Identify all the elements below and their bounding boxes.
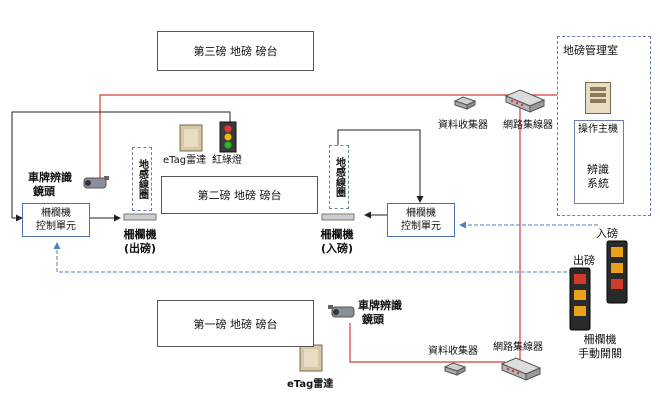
manual-in-label: 入磅 [596, 227, 618, 240]
data-collector-icon [443, 362, 467, 376]
scale-first-label: 第一磅 地磅 磅台 [193, 317, 278, 331]
black-wire-right-loop [337, 129, 424, 203]
right-controller-label-2: 控制單元 [401, 221, 441, 232]
network-switch-icon [500, 357, 542, 381]
bottom-collector-label: 資料收集器 [428, 346, 478, 357]
host-label: 操作主機 [578, 124, 618, 135]
right-barrier-label-2: (入磅) [320, 242, 354, 255]
manual-title-2: 手動開關 [578, 347, 622, 360]
red-wire-top [99, 94, 585, 178]
bottom-switch-label: 網路集線器 [493, 342, 543, 353]
recognition-system [574, 120, 624, 204]
right-barrier-controller: 柵欄機 控制單元 [387, 203, 455, 237]
black-wire-top-left [11, 111, 231, 218]
bottom-plate-camera-label-1: 車牌辨識 [358, 299, 402, 312]
etag-radar-icon [179, 124, 203, 152]
top-collector-label: 資料收集器 [438, 120, 488, 131]
control-room-title: 地磅管理室 [563, 44, 618, 57]
manual-switch-out-icon [569, 267, 591, 331]
left-barrier-label-2: (出磅) [123, 242, 157, 255]
right-controller-label-1: 柵欄機 [406, 208, 436, 219]
left-ground-loop: 地感線圈 [132, 147, 152, 211]
traffic-light-label: 紅綠燈 [212, 155, 242, 166]
camera-icon [83, 176, 109, 189]
network-switch-icon [504, 89, 546, 113]
left-barrier-label-1: 柵欄機 [123, 228, 157, 241]
top-switch-label: 網路集線器 [503, 120, 553, 131]
scale-first: 第一磅 地磅 磅台 [157, 300, 314, 347]
right-loop-label: 地感線圈 [333, 157, 345, 197]
bottom-etag-label: eTag雷達 [287, 379, 334, 390]
red-network-wires [99, 94, 585, 363]
recognition-label-1: 辨識 [587, 163, 609, 176]
manual-title-1: 柵欄機 [583, 333, 617, 346]
left-barrier-controller: 柵欄機 控制單元 [22, 203, 90, 237]
left-plate-camera-label-2: 鏡頭 [33, 185, 55, 198]
etag-radar-icon [299, 344, 323, 372]
recognition-label-2: 系統 [587, 177, 609, 190]
data-collector-icon [453, 96, 477, 110]
left-plate-camera-label-1: 車牌辨識 [28, 171, 72, 184]
camera-icon [328, 305, 355, 318]
scale-second-label: 第二磅 地磅 磅台 [197, 189, 282, 202]
scale-third-label: 第三磅 地磅 磅台 [193, 45, 278, 58]
traffic-light-icon [219, 121, 237, 153]
manual-switch-in-icon [606, 240, 628, 304]
barrier-arm-right [321, 213, 355, 221]
left-loop-label: 地感線圈 [136, 159, 148, 199]
left-controller-label-2: 控制單元 [36, 221, 76, 232]
red-wire-bottom [349, 323, 505, 363]
black-control-wires [11, 111, 424, 222]
manual-out-label: 出磅 [573, 254, 595, 267]
bottom-plate-camera-label-2: 鏡頭 [362, 313, 384, 326]
right-barrier-label-1: 柵欄機 [320, 228, 354, 241]
barrier-arm-left [123, 213, 157, 221]
computer-icon [585, 82, 611, 114]
right-ground-loop: 地感線圈 [329, 145, 349, 209]
left-controller-label-1: 柵欄機 [41, 208, 71, 219]
middle-etag-label: eTag雷達 [163, 155, 207, 166]
scale-second: 第二磅 地磅 磅台 [161, 176, 318, 214]
scale-third: 第三磅 地磅 磅台 [157, 31, 314, 71]
